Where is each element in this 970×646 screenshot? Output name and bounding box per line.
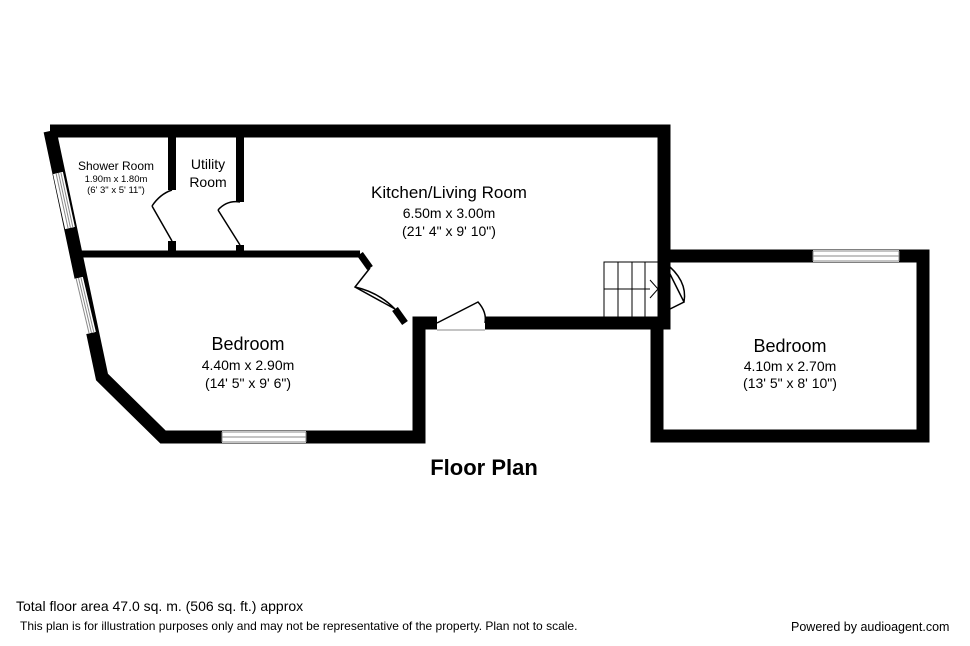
shower-room-name: Shower Room bbox=[78, 159, 154, 173]
bedroom-left-dim-m: 4.40m x 2.90m bbox=[202, 357, 295, 373]
door-bedroom-left bbox=[353, 267, 396, 310]
door-shower bbox=[151, 189, 173, 242]
disclaimer: This plan is for illustration purposes o… bbox=[20, 619, 578, 633]
kitchen-dim-m: 6.50m x 3.00m bbox=[403, 205, 496, 221]
wall-bedroom-diag-lower bbox=[392, 306, 408, 326]
bedroom-right-dim-ft: (13' 5" x 8' 10") bbox=[743, 375, 837, 391]
door-utility bbox=[217, 200, 241, 246]
powered-by: Powered by audioagent.com bbox=[791, 620, 950, 634]
shower-room-dim-m: 1.90m x 1.80m bbox=[85, 174, 148, 185]
window-bedroom-left-bottom bbox=[221, 431, 307, 443]
window-shower bbox=[53, 171, 75, 230]
shower-room-dim-ft: (6' 3" x 5' 11") bbox=[87, 185, 145, 196]
bedroom-left-name: Bedroom bbox=[211, 334, 284, 354]
wall-bedroom-diag bbox=[357, 251, 373, 271]
plan-title: Floor Plan bbox=[430, 455, 538, 480]
window-bedroom-left-side bbox=[73, 276, 96, 335]
bedroom-right-dim-m: 4.10m x 2.70m bbox=[744, 358, 837, 374]
door-right-bedroom bbox=[663, 261, 686, 313]
bedroom-right-name: Bedroom bbox=[753, 336, 826, 356]
utility-room-name-1: Utility bbox=[191, 156, 225, 172]
kitchen-name: Kitchen/Living Room bbox=[371, 183, 527, 202]
bedroom-left-dim-ft: (14' 5" x 9' 6") bbox=[205, 375, 291, 391]
kitchen-dim-ft: (21' 4" x 9' 10") bbox=[402, 223, 496, 239]
staircase bbox=[603, 261, 659, 318]
door-entrance bbox=[436, 301, 487, 324]
window-bedroom-right-top bbox=[812, 250, 900, 262]
utility-room-name-2: Room bbox=[189, 174, 226, 190]
total-floor-area: Total floor area 47.0 sq. m. (506 sq. ft… bbox=[16, 598, 304, 614]
